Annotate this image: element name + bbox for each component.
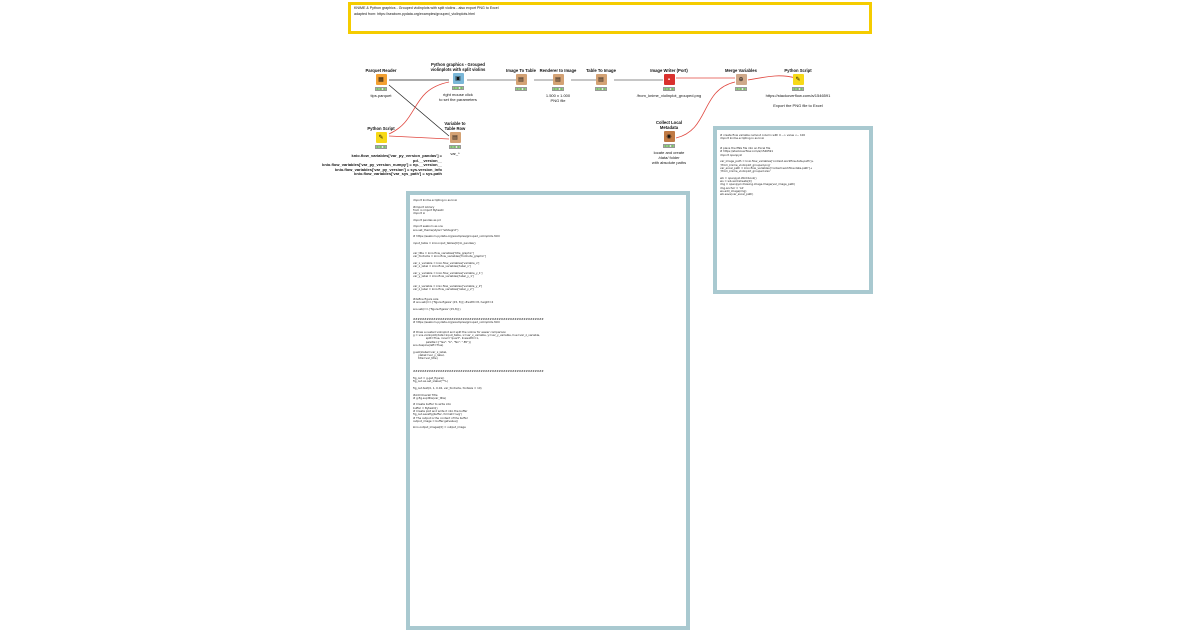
node-title: Parquet Reader bbox=[365, 68, 397, 73]
node-status bbox=[375, 145, 387, 149]
node-variable-to-table-row[interactable]: Variable to Table Row ▤ var_* bbox=[415, 121, 495, 156]
python-view-icon: ▣ bbox=[452, 73, 464, 84]
node-title: Table To Image bbox=[586, 68, 616, 73]
flow-link-python-script-to-variable-table bbox=[388, 135, 450, 140]
variable-to-table-icon: ▤ bbox=[449, 132, 461, 143]
description-line-1: KNIME & Python graphics - Grouped violin… bbox=[354, 6, 499, 10]
node-title: Python Script bbox=[784, 68, 812, 73]
node-annotation: https://stackoverflow.com/a/1546591 Expo… bbox=[765, 93, 831, 108]
node-title: Variable to Table Row bbox=[444, 121, 466, 131]
renderer-icon: ▤ bbox=[552, 74, 564, 85]
node-annotation: locate and create /data/ folder with abs… bbox=[651, 150, 687, 165]
node-status bbox=[735, 87, 747, 91]
node-status bbox=[375, 87, 387, 91]
node-status bbox=[663, 87, 675, 91]
merge-variables-icon: ⊕ bbox=[735, 74, 747, 85]
node-title: Collect Local Metadata bbox=[655, 120, 683, 130]
image-to-table-icon: ▤ bbox=[515, 74, 527, 85]
node-status bbox=[449, 145, 461, 149]
node-title: Image Writer (Port) bbox=[650, 68, 688, 73]
parquet-reader-icon: ▦ bbox=[375, 74, 387, 85]
node-annotation: /from_knime_violinplot_grouped.png bbox=[636, 93, 702, 98]
node-python-script-versions[interactable]: Python Script ✎ bbox=[341, 126, 421, 149]
python-script-icon: ✎ bbox=[792, 74, 804, 85]
node-renderer-to-image[interactable]: Renderer to Image ▤ 1.500 x 1.000 PNG fi… bbox=[518, 68, 598, 103]
description-line-2: adapted from: https://seaborn.pydata.org… bbox=[354, 12, 476, 16]
node-annotation: tips.parquet bbox=[370, 93, 392, 98]
node-status bbox=[595, 87, 607, 91]
metadata-icon: ◉ bbox=[663, 131, 675, 142]
node-table-to-image[interactable]: Table To Image ▤ bbox=[561, 68, 641, 91]
node-python-graphics[interactable]: Python graphics - Grouped violinplots wi… bbox=[418, 62, 498, 102]
node-title: Python graphics - Grouped violinplots wi… bbox=[430, 62, 486, 72]
node-annotation: var_* bbox=[450, 151, 460, 156]
flow-link-merge-to-python-script bbox=[747, 75, 797, 81]
excel-export-code-annotation: # create flow variable namout column wit… bbox=[713, 126, 873, 294]
image-writer-icon: ▪ bbox=[663, 74, 675, 85]
workflow-description-note: KNIME & Python graphics - Grouped violin… bbox=[348, 2, 872, 34]
node-image-to-table[interactable]: Image To Table ▤ bbox=[481, 68, 561, 91]
flow-link-python-script-to-graphics bbox=[388, 81, 450, 135]
node-merge-variables[interactable]: Merge Variables ⊕ bbox=[701, 68, 781, 91]
node-status bbox=[663, 144, 675, 148]
node-title: Merge Variables bbox=[725, 68, 757, 73]
flow-link-metadata-to-merge bbox=[675, 81, 736, 139]
node-status bbox=[792, 87, 804, 91]
python-graphics-code-annotation: import knime.scripting.io as knio #impor… bbox=[406, 191, 690, 630]
table-to-image-icon: ▤ bbox=[595, 74, 607, 85]
node-title: Image To Table bbox=[506, 68, 536, 73]
python-graphics-code: import knime.scripting.io as knio #impor… bbox=[413, 198, 544, 430]
node-parquet-reader[interactable]: Parquet Reader ▦ tips.parquet bbox=[341, 68, 421, 98]
node-annotation: 1.500 x 1.000 PNG file bbox=[545, 93, 571, 103]
excel-export-code: # create flow variable namout column wit… bbox=[720, 133, 814, 197]
node-collect-local-metadata[interactable]: Collect Local Metadata ◉ locate and crea… bbox=[629, 120, 709, 165]
node-status bbox=[515, 87, 527, 91]
node-title: Python Script bbox=[367, 126, 395, 131]
node-annotation: right mouse click to set the parameters bbox=[439, 92, 477, 102]
node-status bbox=[452, 86, 464, 90]
node-title: Renderer to Image bbox=[539, 68, 577, 73]
link-parquet-to-variable-table bbox=[388, 84, 450, 137]
node-python-script-export[interactable]: Python Script ✎ https://stackoverflow.co… bbox=[758, 68, 838, 108]
node-status bbox=[552, 87, 564, 91]
python-script-icon: ✎ bbox=[375, 132, 387, 143]
node-image-writer[interactable]: Image Writer (Port) ▪ /from_knime_violin… bbox=[629, 68, 709, 98]
flow-variables-note: knio.flow_variables['var_py_version_pand… bbox=[322, 153, 442, 177]
